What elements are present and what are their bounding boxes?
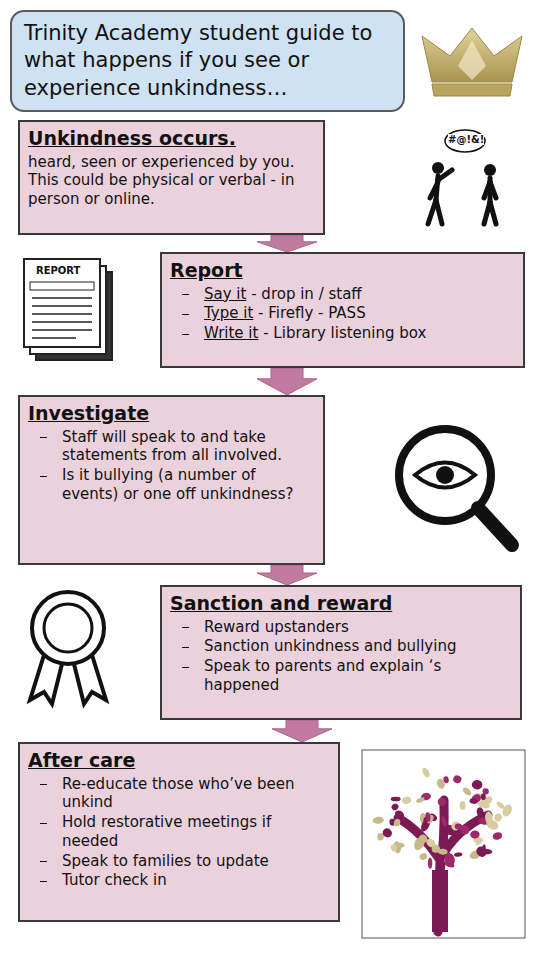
leaf-mark (425, 812, 431, 822)
process-box: Unkindness occurs.heard, seen or experie… (18, 120, 325, 235)
step-bullet: Sanction unkindness and bullying (170, 637, 512, 656)
step-heading: Sanction and reward (170, 591, 512, 616)
hand-tree-illustration (362, 750, 525, 938)
process-box: After careRe-educate those who’ve been u… (18, 742, 340, 922)
title-text: Trinity Academy student guide to what ha… (24, 20, 391, 102)
step-bullet: Staff will speak to and take statements … (28, 428, 315, 466)
leaf-mark (372, 816, 384, 824)
leaf-mark (390, 843, 398, 852)
leaf-mark (381, 826, 394, 839)
flow-arrow (257, 368, 317, 395)
leaf-mark (495, 800, 505, 809)
leaf-mark (452, 774, 463, 784)
leaf-mark (428, 858, 432, 869)
leaf-mark (476, 807, 485, 818)
leaf-mark (454, 852, 463, 857)
step-bullet: Is it bullying (a number of events) or o… (28, 466, 315, 504)
leaf-mark (440, 815, 448, 827)
leaf-mark (474, 844, 488, 859)
crown-icon (422, 28, 522, 96)
leaf-mark (421, 766, 432, 778)
step-bullet: Reward upstanders (170, 618, 512, 637)
flow-arrow (257, 565, 317, 585)
leaf-mark (476, 800, 490, 810)
arrow-shape (257, 565, 317, 585)
leaf-mark (460, 801, 466, 810)
title-box: Trinity Academy student guide to what ha… (10, 10, 405, 112)
leaf-mark (481, 793, 486, 800)
process-box: Sanction and rewardReward upstandersSanc… (160, 585, 522, 720)
leaf-mark (436, 796, 447, 807)
step-heading: After care (28, 748, 330, 773)
leaf-mark (391, 797, 401, 802)
award-ribbon-icon (30, 592, 106, 704)
leaf-mark (413, 836, 426, 852)
arguing-figures-icon (428, 130, 496, 224)
leaf-mark (462, 786, 473, 797)
leaf-mark (443, 852, 457, 868)
arrow-shape (272, 720, 332, 742)
step-bullet: Type it - Firefly - PASS (170, 304, 515, 323)
step-bullet: Speak to parents and explain ‘s happened (170, 657, 512, 695)
leaf-mark (469, 798, 478, 805)
leaf-mark (470, 830, 480, 839)
step-bullet: Hold restorative meetings if needed (28, 813, 330, 851)
step-bullet: Say it - drop in / staff (170, 285, 515, 304)
step-bullet: Speak to families to update (28, 852, 330, 871)
arrow-shape (257, 368, 317, 395)
flow-arrow (257, 235, 317, 252)
process-box: ReportSay it - drop in / staffType it - … (160, 252, 525, 368)
leaf-mark (394, 809, 406, 820)
leaf-mark (419, 852, 429, 861)
icon-label: REPORT (36, 265, 80, 276)
step-heading: Investigate (28, 401, 315, 426)
leaf-mark (390, 802, 399, 811)
magnifier-eye-icon (399, 429, 512, 545)
process-box: InvestigateStaff will speak to and take … (18, 395, 325, 565)
step-bullet: Write it - Library listening box (170, 324, 515, 343)
leaf-mark (472, 780, 483, 790)
leaf-mark (393, 818, 401, 827)
step-heading: Report (170, 258, 515, 283)
leaf-mark (458, 823, 471, 836)
leaf-mark (416, 796, 426, 803)
leaf-mark (493, 812, 503, 823)
step-bullet: Tutor check in (28, 871, 330, 890)
step-bullet: Re-educate those who’ve been unkind (28, 775, 330, 813)
arrow-shape (257, 235, 317, 252)
leaf-mark (425, 837, 438, 849)
leaf-mark (401, 796, 412, 806)
step-heading: Unkindness occurs. (28, 126, 315, 151)
report-document-icon (24, 259, 112, 360)
icon-label: #@!&! (448, 134, 484, 145)
step-description: heard, seen or experienced by you. This … (28, 153, 315, 209)
leaf-mark (492, 831, 503, 841)
flow-arrow (272, 720, 332, 742)
leaf-mark (436, 778, 447, 790)
